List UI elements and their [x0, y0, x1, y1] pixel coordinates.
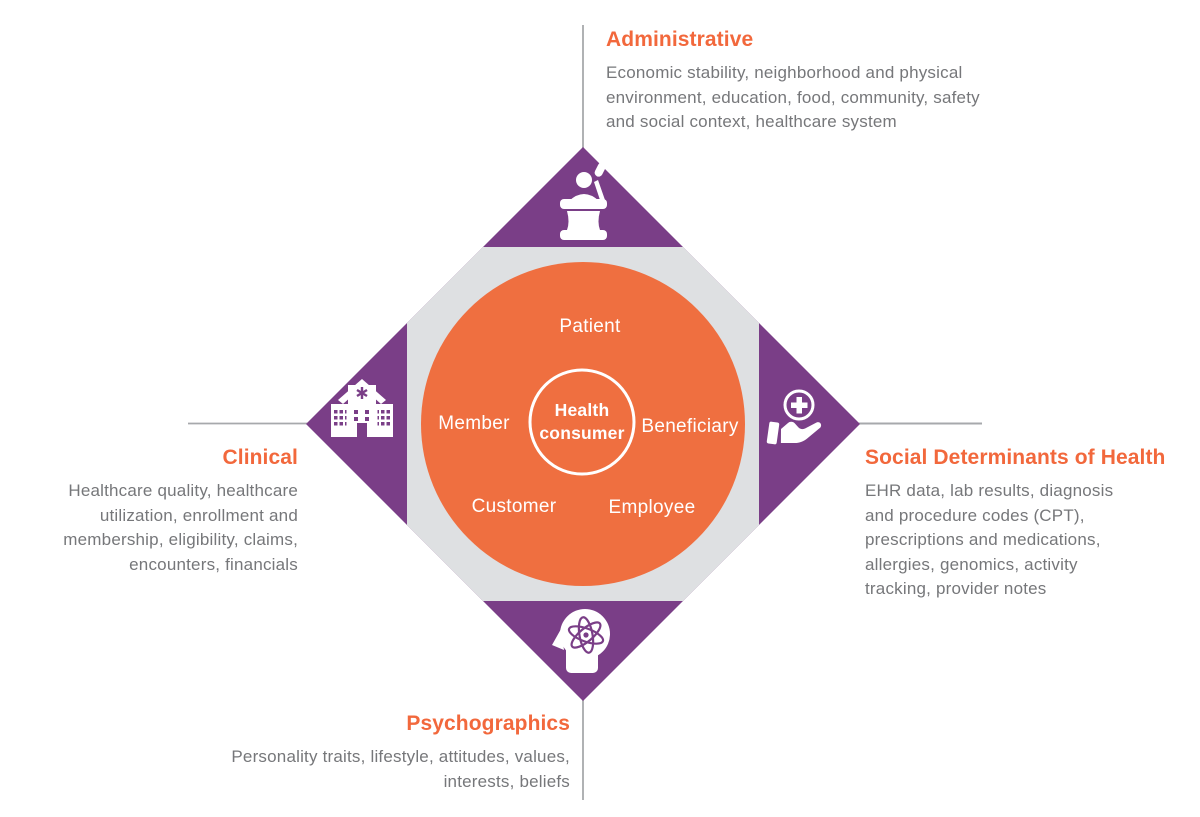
hospital-building-icon: [331, 379, 393, 437]
sdoh-title: Social Determinants of Health: [865, 446, 1166, 469]
podium-speaker-icon: [560, 162, 607, 240]
quadrant-left-clinical: Clinical Healthcare quality, healthcare …: [0, 446, 298, 577]
role-patient: Patient: [559, 316, 621, 337]
quadrant-top-administrative: Administrative Economic stability, neigh…: [606, 28, 1076, 135]
role-beneficiary: Beneficiary: [641, 416, 739, 437]
core-health-consumer-label: Health consumer: [539, 400, 625, 443]
role-employee: Employee: [608, 497, 696, 518]
role-member: Member: [438, 413, 510, 434]
sdoh-description: EHR data, lab results, diagnosis and pro…: [865, 481, 1114, 598]
administrative-title: Administrative: [606, 28, 754, 51]
administrative-description: Economic stability, neighborhood and phy…: [606, 63, 980, 131]
quadrant-right-sdoh: Social Determinants of Health EHR data, …: [865, 446, 1185, 602]
clinical-description: Healthcare quality, healthcare utilizati…: [63, 481, 298, 574]
psychographics-description: Personality traits, lifestyle, attitudes…: [231, 747, 570, 791]
quadrant-bottom-psychographics: Psychographics Personality traits, lifes…: [170, 712, 570, 794]
consumer-circle: [421, 262, 745, 586]
clinical-title: Clinical: [222, 446, 298, 469]
role-customer: Customer: [471, 496, 557, 517]
psychographics-title: Psychographics: [406, 712, 570, 735]
core-circle-outline: [528, 368, 636, 476]
hand-medical-cross-icon: [766, 389, 822, 445]
head-atom-icon: [552, 609, 610, 673]
